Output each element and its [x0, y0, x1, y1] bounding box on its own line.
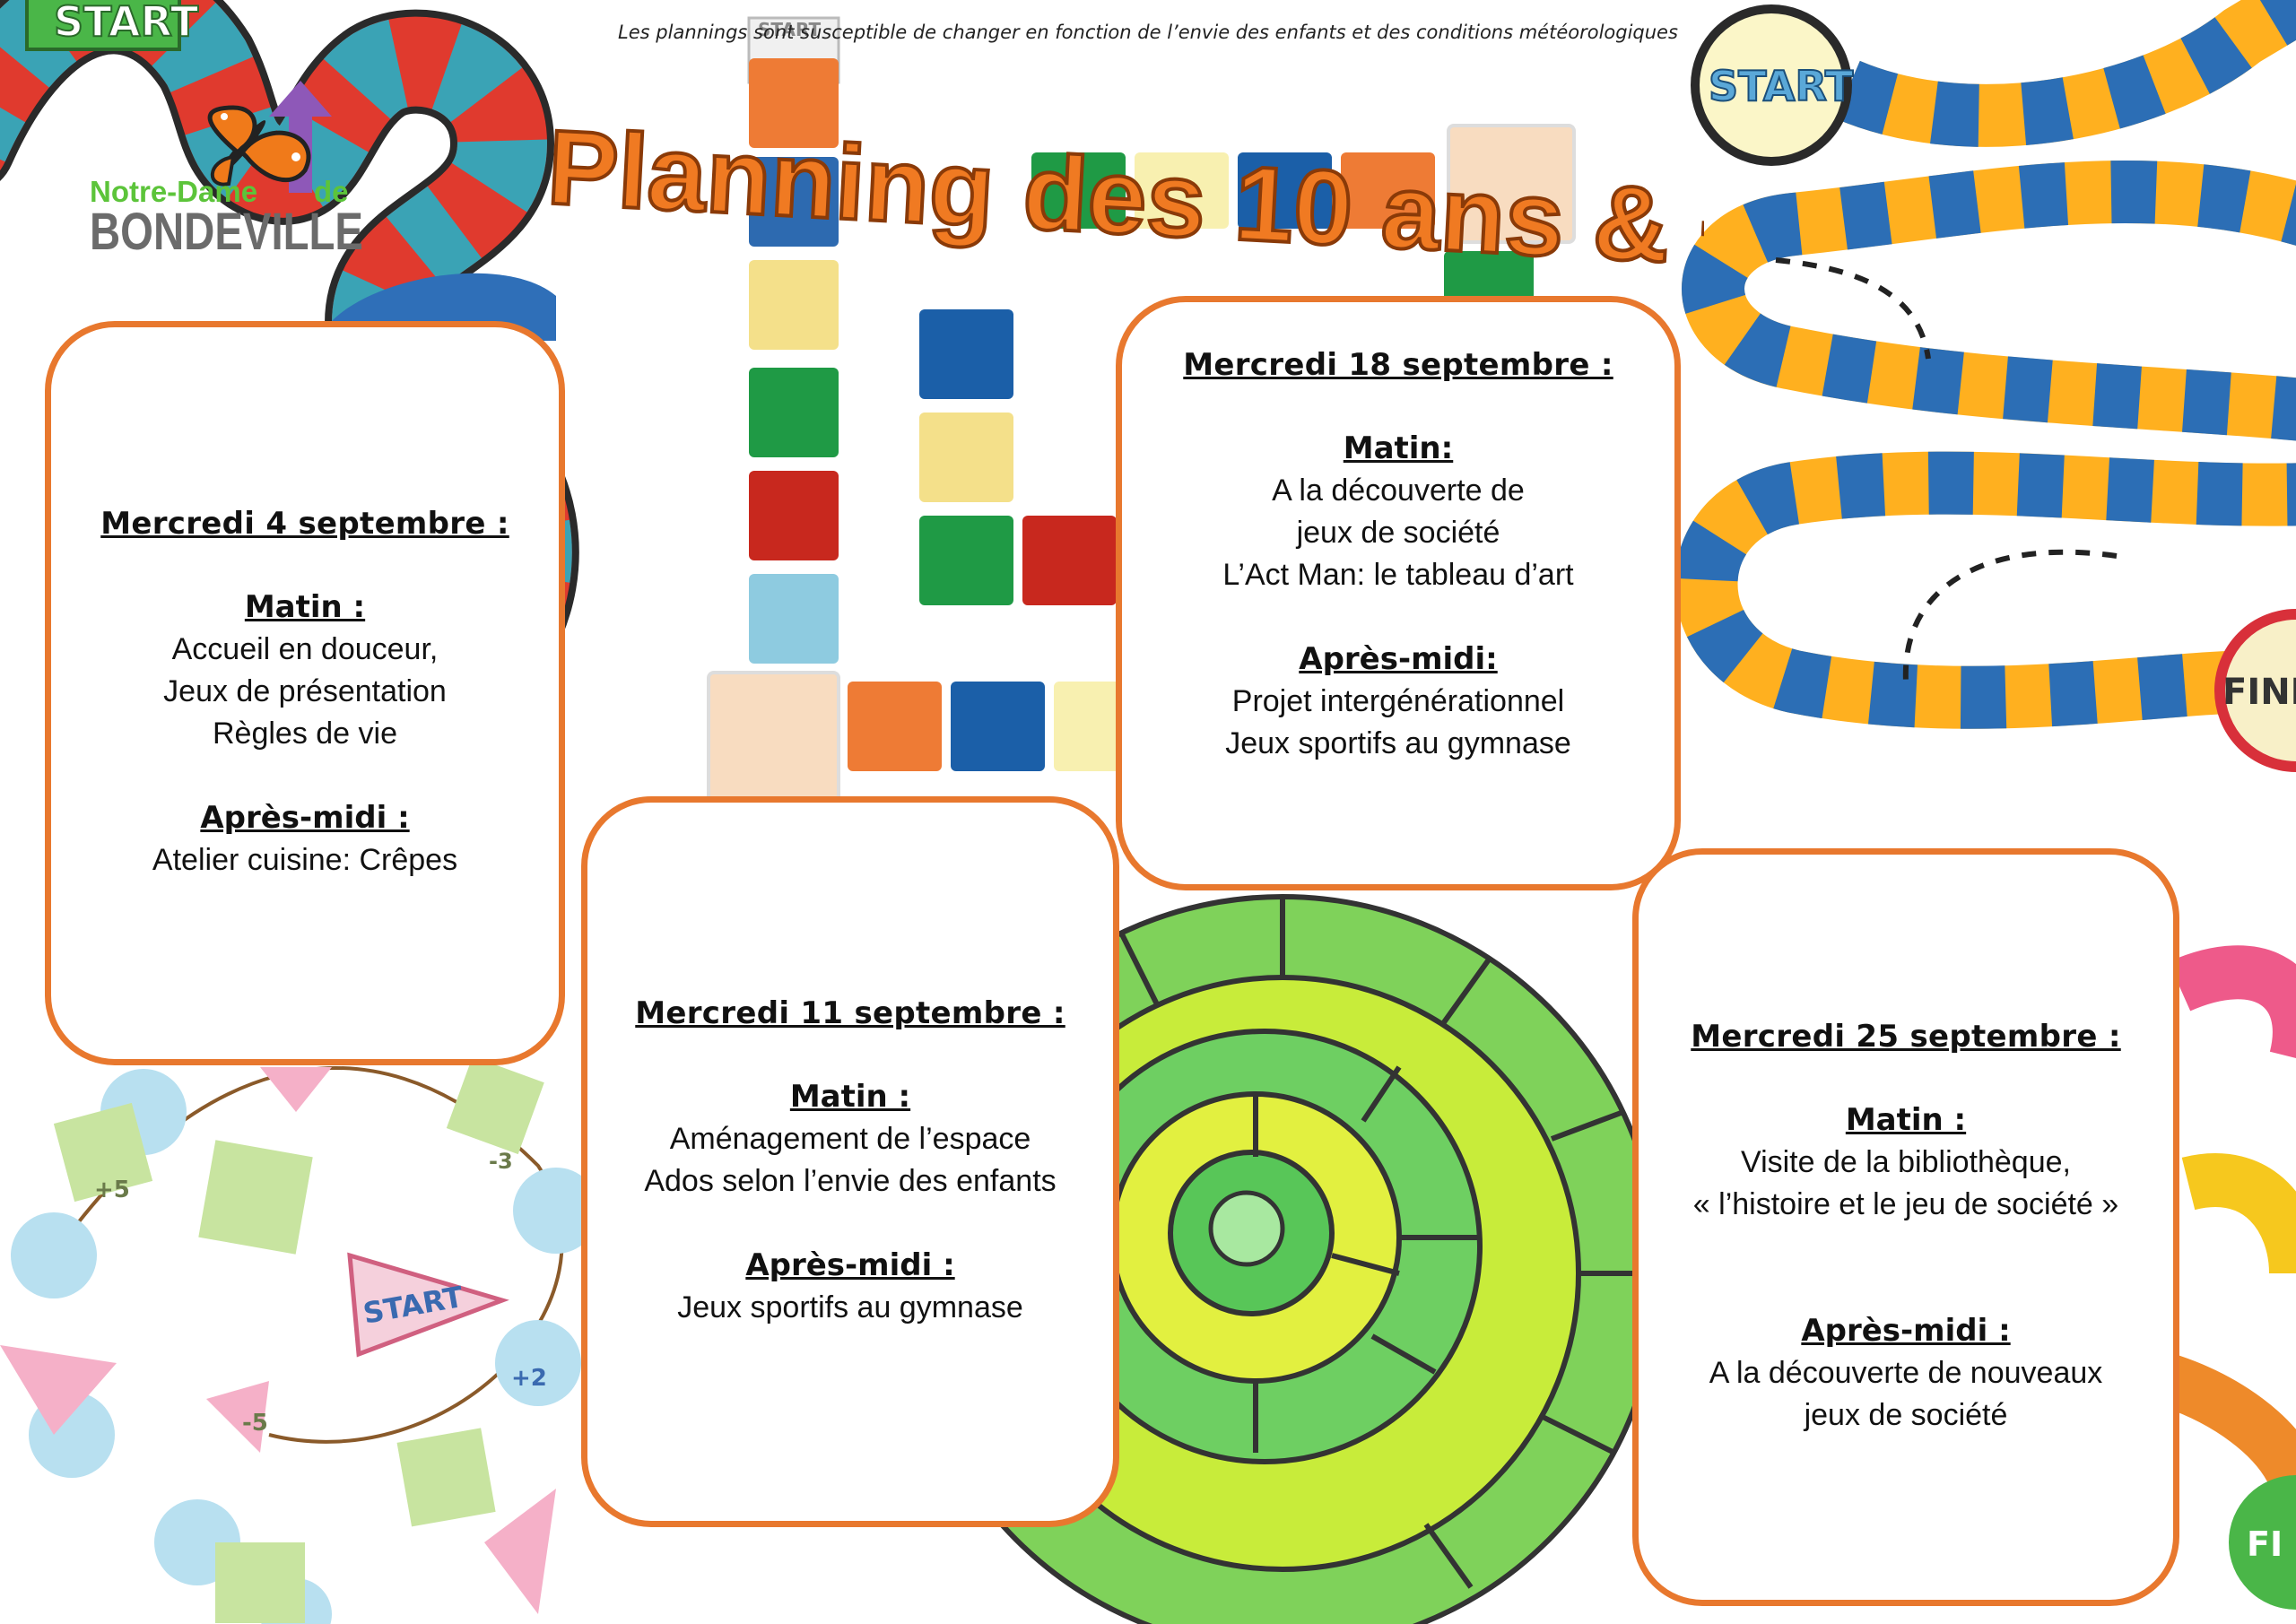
morning-activity: Jeux de présentation: [163, 673, 447, 708]
start-label-right: START: [1709, 62, 1854, 110]
right-game-path: START FINI: [1674, 0, 2296, 772]
bottom-left-game-shapes: START +5 -5 +2 -3: [0, 1056, 599, 1624]
card-date: Mercredi 4 septembre :: [100, 505, 509, 542]
plus-five-label: +5: [94, 1177, 130, 1203]
afternoon-activity: jeux de société: [1804, 1397, 2008, 1432]
morning-activity: Ados selon l’envie des enfants: [644, 1163, 1057, 1198]
afternoon-activity: Jeux sportifs au gymnase: [677, 1290, 1023, 1324]
morning-activity: A la découverte de: [1272, 473, 1525, 508]
afternoon-activity: Jeux sportifs au gymnase: [1225, 726, 1571, 760]
logo-line-2: de: [314, 175, 349, 208]
square-tiles: START: [707, 16, 1576, 809]
morning-activity: « l’histoire et le jeu de société »: [1692, 1186, 2119, 1221]
card-date: Mercredi 25 septembre :: [1691, 1018, 2121, 1055]
afternoon-heading: Après-midi:: [1299, 641, 1498, 677]
plus-two-label: +2: [511, 1365, 547, 1392]
finish-label-bottom: FI: [2247, 1524, 2283, 1564]
title-text: Planning des 10 ans & +: [544, 109, 1704, 287]
card-date: Mercredi 11 septembre :: [635, 994, 1065, 1031]
minus-three-label: -3: [489, 1149, 513, 1174]
afternoon-activity: A la découverte de nouveaux: [1709, 1355, 2103, 1390]
start-arrow-top-left: START: [25, 0, 332, 193]
morning-activity: L’Act Man: le tableau d’art: [1222, 558, 1574, 592]
page-title: Planning des 10 ans & +: [543, 108, 1704, 287]
planning-card-sept-25: Mercredi 25 septembre : Matin : Visite d…: [1632, 848, 2179, 1606]
morning-heading: Matin :: [789, 1078, 911, 1115]
morning-heading: Matin :: [244, 588, 366, 625]
finish-label-right: FINI: [2222, 672, 2296, 713]
start-label: START: [54, 0, 199, 46]
morning-activity: Accueil en douceur,: [171, 631, 439, 666]
afternoon-heading: Après-midi :: [200, 799, 410, 836]
card-date: Mercredi 18 septembre :: [1183, 347, 1613, 383]
bottom-right-decoration: FI: [2161, 945, 2296, 1610]
morning-heading: Matin :: [1845, 1101, 1967, 1138]
afternoon-activity: Projet intergénérationnel: [1231, 684, 1565, 718]
morning-activity: Visite de la bibliothèque,: [1741, 1144, 2071, 1179]
minus-five-label: -5: [242, 1410, 268, 1437]
morning-heading: Matin:: [1343, 430, 1454, 466]
logo-line-1: Notre-Dame: [90, 175, 257, 208]
morning-activity: jeux de société: [1296, 516, 1500, 550]
morning-activity: Aménagement de l’espace: [669, 1121, 1031, 1156]
afternoon-heading: Après-midi :: [1801, 1312, 2011, 1349]
afternoon-heading: Après-midi :: [745, 1246, 955, 1283]
disclaimer-note: Les plannings sont susceptible de change…: [618, 22, 1678, 43]
morning-activity: Règles de vie: [212, 716, 397, 751]
planning-card-sept-4: Mercredi 4 septembre : Matin : Accueil e…: [45, 321, 565, 1065]
logo-line-3: BONDEVILLE: [90, 203, 363, 261]
planning-card-sept-18: Mercredi 18 septembre : Matin: A la déco…: [1116, 296, 1681, 890]
butterfly-icon: [207, 105, 311, 187]
planning-card-sept-11: Mercredi 11 septembre : Matin : Aménagem…: [581, 796, 1119, 1527]
afternoon-activity: Atelier cuisine: Crêpes: [152, 842, 458, 877]
board-start-label: START: [758, 19, 821, 40]
logo: Notre-Dame de BONDEVILLE: [90, 105, 363, 261]
